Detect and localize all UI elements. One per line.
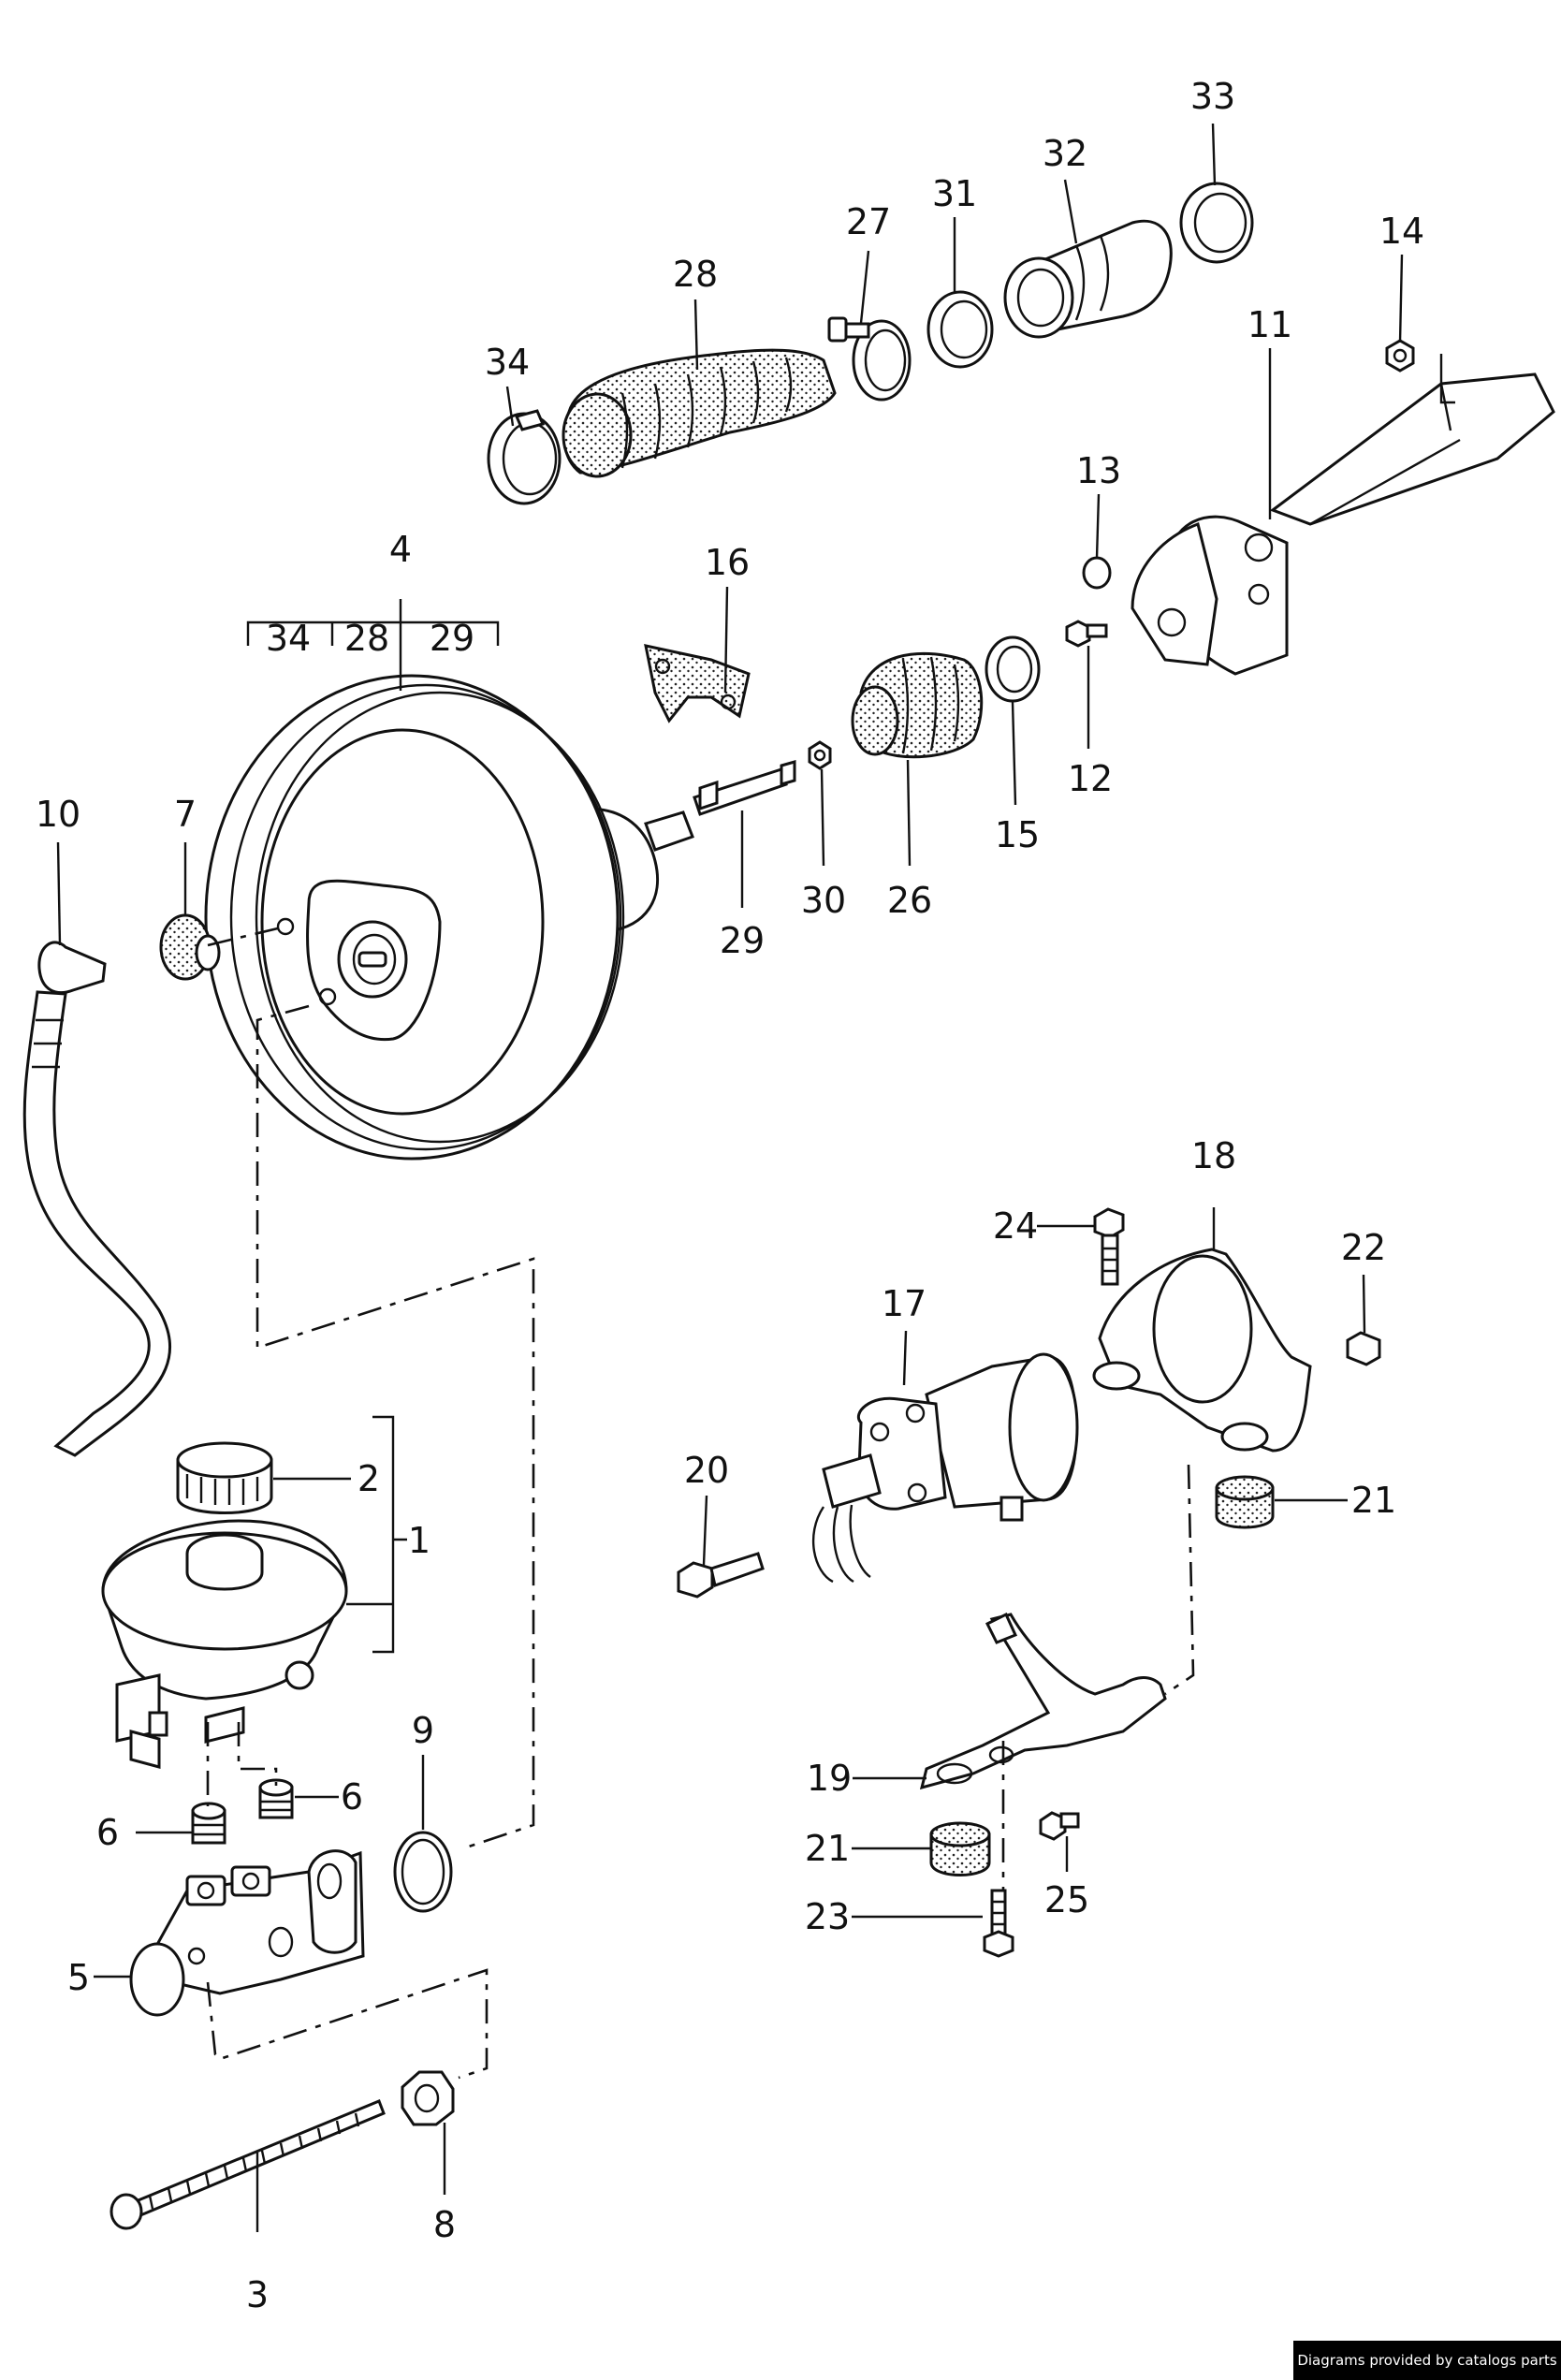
label-14: 14 (1379, 211, 1424, 252)
assembly-line-reservoir (206, 1722, 278, 1806)
grommet-6-left (191, 1802, 226, 1845)
label-26: 26 (887, 880, 932, 921)
group-label-29: 29 (430, 618, 474, 659)
pedal-support-11 (1131, 372, 1555, 676)
label-4: 4 (389, 529, 412, 570)
clip-22 (1346, 1331, 1381, 1366)
bolt-20 (677, 1552, 765, 1599)
reservoir-1 (101, 1519, 348, 1769)
nut-30 (808, 740, 832, 770)
label-20: 20 (684, 1450, 729, 1491)
bellows-28 (562, 348, 837, 478)
group-label-34: 34 (266, 618, 311, 659)
label-16: 16 (705, 542, 750, 583)
ring-33 (1179, 182, 1254, 264)
assembly-line-pump (1001, 1464, 1195, 1891)
ring-31 (926, 290, 994, 369)
label-2: 2 (357, 1458, 380, 1499)
bellows-26 (851, 651, 984, 759)
label-12: 12 (1068, 758, 1113, 799)
label-6-right: 6 (341, 1776, 363, 1818)
label-18: 18 (1191, 1135, 1236, 1176)
label-13: 13 (1076, 450, 1121, 491)
leader-lines (56, 123, 1455, 2232)
credit-badge: Diagrams provided by catalogs parts (1293, 2341, 1561, 2380)
screw-25 (1039, 1811, 1080, 1841)
label-21-upper: 21 (1351, 1480, 1396, 1521)
label-29: 29 (720, 920, 765, 961)
bracket-18 (1092, 1248, 1312, 1453)
bolt-23 (983, 1889, 1014, 1958)
label-22: 22 (1341, 1227, 1386, 1268)
gasket-16 (644, 644, 751, 723)
group-bracket-4 (246, 599, 500, 691)
label-24: 24 (993, 1205, 1038, 1247)
assembly-line-booster-push-rod (207, 925, 286, 947)
master-cylinder-5 (129, 1849, 365, 2017)
callout-labels: 1 2 3 4 5 6 6 7 8 9 10 11 12 13 14 15 16… (36, 76, 1424, 2315)
ring-15 (985, 635, 1041, 703)
nut-14 (1385, 339, 1415, 372)
bolt-3 (109, 2099, 386, 2230)
label-28: 28 (673, 254, 718, 295)
group-label-28: 28 (344, 618, 389, 659)
push-rod-29 (693, 760, 796, 816)
o-ring-9 (393, 1831, 453, 1913)
reservoir-cap-2 (176, 1441, 273, 1514)
label-34: 34 (485, 342, 530, 383)
label-3: 3 (246, 2274, 269, 2315)
group-bracket-1 (372, 1415, 407, 1654)
label-30: 30 (801, 880, 846, 921)
label-15: 15 (995, 814, 1040, 855)
label-27: 27 (846, 201, 891, 242)
bracket-19 (919, 1612, 1167, 1790)
label-32: 32 (1043, 133, 1087, 174)
label-17: 17 (882, 1283, 926, 1324)
label-6-left: 6 (96, 1812, 119, 1853)
label-11: 11 (1247, 304, 1292, 345)
assembly-line-booster-cylinder (255, 1004, 535, 1850)
hose-clamp-34 (487, 409, 562, 505)
label-31: 31 (932, 173, 977, 214)
label-7: 7 (174, 794, 197, 835)
label-5: 5 (67, 1957, 90, 1998)
label-10: 10 (36, 794, 80, 835)
label-19: 19 (807, 1758, 852, 1799)
rubber-mount-21-upper (1215, 1475, 1275, 1529)
label-1: 1 (408, 1520, 430, 1561)
brake-booster-4 (204, 674, 694, 1161)
tube-32 (1003, 219, 1173, 339)
rubber-mount-21-lower (929, 1821, 991, 1876)
screw-12 (1065, 620, 1108, 648)
grommet-6-right (258, 1778, 294, 1819)
nut-8 (401, 2070, 455, 2126)
label-9: 9 (412, 1710, 434, 1751)
screw-24 (1093, 1207, 1125, 1286)
label-21-lower: 21 (805, 1828, 850, 1869)
vacuum-hose-10 (22, 941, 172, 1457)
label-23: 23 (805, 1896, 850, 1937)
pump-17 (811, 1352, 1079, 1584)
label-33: 33 (1190, 76, 1235, 117)
assembly-line-bolt (206, 1968, 489, 2080)
clamp-27 (827, 316, 912, 402)
stop-13 (1082, 556, 1112, 590)
label-25: 25 (1044, 1879, 1089, 1920)
label-8: 8 (433, 2204, 456, 2245)
